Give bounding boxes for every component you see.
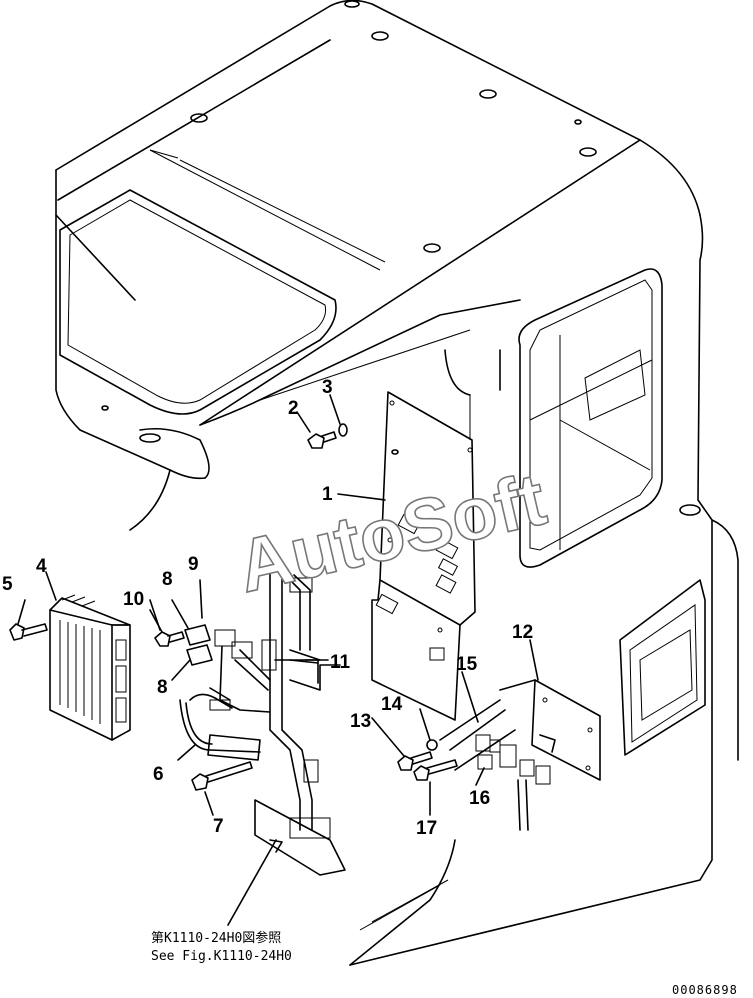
- leader-lines: [45, 394, 539, 926]
- watermark: AutoSoft: [230, 457, 553, 608]
- callout-3: 3: [322, 377, 333, 398]
- drawing-code: 00086898: [672, 983, 738, 997]
- callout-9: 9: [188, 554, 199, 575]
- callout-5: 5: [2, 574, 13, 595]
- controller-4: [49, 594, 131, 741]
- callout-17: 17: [416, 818, 437, 839]
- callout-14: 14: [381, 694, 403, 715]
- bolt-5: [9, 599, 48, 641]
- reference-en: See Fig.K1110-24H0: [151, 949, 292, 964]
- callout-16: 16: [469, 788, 490, 809]
- relays-15-16: [475, 734, 556, 831]
- mounting-plate: [371, 391, 476, 721]
- bolt-17: [413, 759, 458, 781]
- callout-7: 7: [213, 816, 224, 837]
- roof-holes: [101, 0, 701, 516]
- callout-10: 10: [123, 589, 144, 610]
- bolt-7: [191, 761, 253, 791]
- callout-4: 4: [36, 556, 47, 577]
- callout-13: 13: [350, 711, 371, 732]
- bolt-13: [397, 751, 433, 771]
- reference-note: 第K1110-24H0図参照 See Fig.K1110-24H0: [151, 930, 292, 964]
- lead-6: [179, 693, 261, 761]
- callout-1: 1: [322, 484, 333, 505]
- callout-2: 2: [288, 398, 299, 419]
- callout-15: 15: [456, 654, 478, 675]
- bracket-12: [439, 679, 601, 781]
- callout-12: 12: [512, 622, 533, 643]
- washer-14: [426, 739, 438, 751]
- reference-jp: 第K1110-24H0図参照: [151, 930, 281, 946]
- callout-8-lower: 8: [157, 677, 168, 698]
- callout-11: 11: [330, 652, 351, 673]
- cab-body: [55, 0, 739, 966]
- washer-3: [338, 423, 348, 437]
- callout-numbers: 1 2 3 4 5 6 7 8 8 9 10 11 12 13 14 15 16…: [2, 377, 533, 839]
- bolt-2: [307, 431, 337, 449]
- callout-8-upper: 8: [162, 569, 173, 590]
- wiring-harness: [214, 564, 346, 876]
- callout-6: 6: [153, 764, 164, 785]
- clips-8: [171, 599, 213, 681]
